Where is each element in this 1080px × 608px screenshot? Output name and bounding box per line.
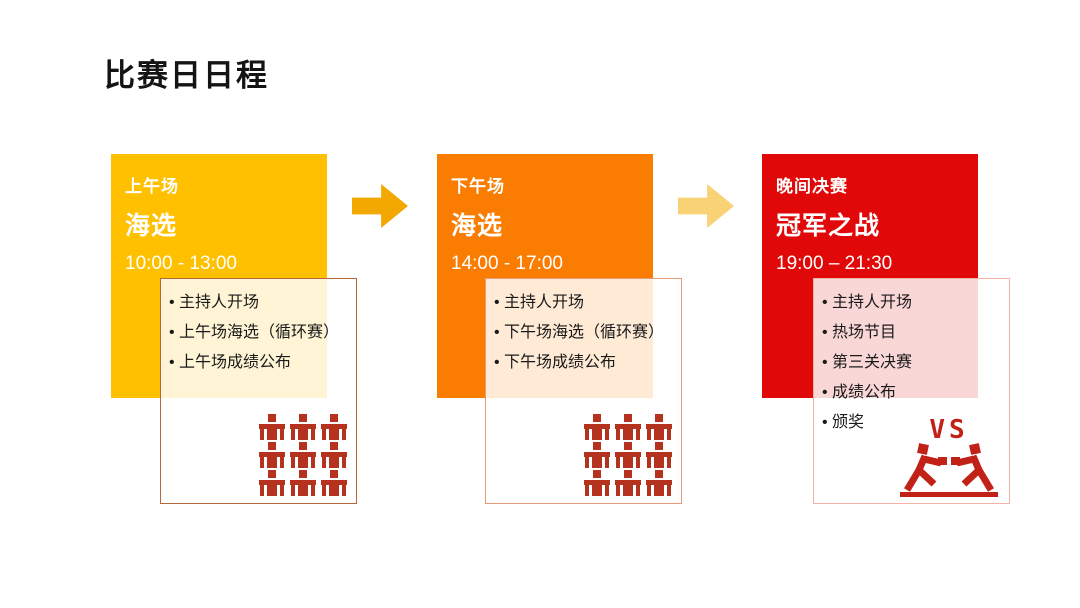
schedule-list: 主持人开场 热场节目 第三关决赛 成绩公布 颁奖	[814, 279, 1009, 438]
session-time: 14:00 - 17:00	[451, 253, 563, 274]
vs-label: VS	[929, 415, 968, 445]
session-time: 10:00 - 13:00	[125, 253, 237, 274]
schedule-item: 热场节目	[822, 318, 1003, 348]
session-title: 海选	[451, 212, 504, 240]
schedule-item: 成绩公布	[822, 378, 1003, 408]
vs-duel-icon: VS	[900, 415, 998, 497]
schedule-item: 下午场成绩公布	[494, 348, 675, 378]
schedule-item: 下午场海选（循环赛）	[494, 318, 675, 348]
session-title: 冠军之战	[776, 212, 881, 240]
schedule-item: 主持人开场	[169, 288, 350, 318]
schedule-item: 上午场海选（循环赛）	[169, 318, 350, 348]
session-details-morning: 主持人开场 上午场海选（循环赛） 上午场成绩公布	[160, 278, 357, 504]
fighter-right-icon	[951, 443, 995, 492]
ground-line	[900, 492, 998, 497]
arrow-right-icon	[678, 184, 734, 228]
schedule-list: 主持人开场 上午场海选（循环赛） 上午场成绩公布	[161, 279, 356, 378]
session-label: 下午场	[451, 177, 505, 196]
fighter-left-icon	[903, 443, 947, 492]
session-label: 上午场	[125, 177, 179, 196]
page-title: 比赛日日程	[104, 58, 269, 93]
session-label: 晚间决赛	[776, 177, 848, 196]
session-details-final: 主持人开场 热场节目 第三关决赛 成绩公布 颁奖 VS	[813, 278, 1010, 504]
arrow-right-icon	[352, 184, 408, 228]
session-details-afternoon: 主持人开场 下午场海选（循环赛） 下午场成绩公布	[485, 278, 682, 504]
session-title: 海选	[125, 212, 178, 240]
schedule-list: 主持人开场 下午场海选（循环赛） 下午场成绩公布	[486, 279, 681, 378]
schedule-item: 主持人开场	[494, 288, 675, 318]
schedule-item: 上午场成绩公布	[169, 348, 350, 378]
schedule-item: 主持人开场	[822, 288, 1003, 318]
schedule-item: 第三关决赛	[822, 348, 1003, 378]
classroom-seats-icon	[584, 414, 672, 496]
classroom-seats-icon	[259, 414, 347, 496]
session-time: 19:00 – 21:30	[776, 253, 893, 274]
schedule-item: 颁奖	[822, 408, 1003, 438]
